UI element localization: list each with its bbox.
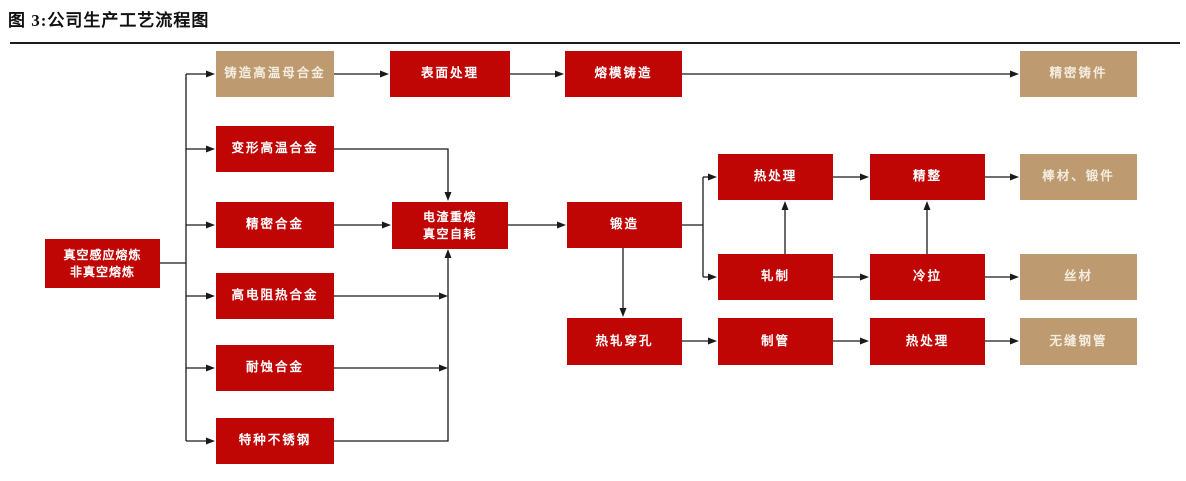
title-divider bbox=[10, 42, 1180, 44]
node-label: 制管 bbox=[760, 333, 790, 348]
node-label: 精密合金 bbox=[245, 217, 304, 232]
node-deformed-superalloy: 变形高温合金 bbox=[216, 126, 334, 172]
node-label: 真空感应熔炼 bbox=[63, 247, 142, 262]
node-label: 热处理 bbox=[905, 333, 950, 348]
wire-deformed-esr bbox=[334, 148, 452, 201]
node-heat-treatment-2: 热处理 bbox=[870, 318, 985, 365]
node-special-stainless-steel: 特种不锈钢 bbox=[216, 418, 334, 464]
node-wire-material: 丝材 bbox=[1020, 254, 1137, 300]
node-label: 电渣重熔 bbox=[422, 209, 477, 224]
node-cold-drawing: 冷拉 bbox=[870, 254, 985, 300]
node-surface-treatment: 表面处理 bbox=[390, 51, 510, 97]
node-corrosion-resistant-alloy: 耐蚀合金 bbox=[216, 345, 334, 391]
node-label: 冷拉 bbox=[912, 269, 942, 284]
node-investment-casting: 熔模铸造 bbox=[565, 51, 682, 97]
node-seamless-steel-pipe: 无缝钢管 bbox=[1020, 318, 1137, 365]
node-finishing: 精整 bbox=[870, 154, 985, 200]
node-rolling: 轧制 bbox=[718, 254, 833, 300]
node-vacuum-melting: 真空感应熔炼 非真空熔炼 bbox=[45, 239, 160, 288]
node-label: 熔模铸造 bbox=[594, 66, 653, 81]
node-label: 无缝钢管 bbox=[1049, 333, 1108, 348]
node-heat-treatment-1: 热处理 bbox=[718, 154, 833, 200]
node-label: 铸造高温母合金 bbox=[224, 66, 326, 81]
node-hot-rolling-piercing: 热轧穿孔 bbox=[567, 318, 682, 365]
node-precision-castings: 精密铸件 bbox=[1020, 51, 1137, 97]
node-label: 精整 bbox=[912, 169, 942, 184]
node-label-line2: 非真空熔炼 bbox=[69, 264, 135, 279]
node-pipe-making: 制管 bbox=[718, 318, 833, 365]
node-label: 热轧穿孔 bbox=[595, 333, 654, 348]
node-label: 变形高温合金 bbox=[231, 141, 319, 156]
node-label: 精密铸件 bbox=[1049, 66, 1108, 81]
node-high-resistance-alloy: 高电阻热合金 bbox=[216, 273, 334, 319]
node-cast-master-alloy: 铸造高温母合金 bbox=[216, 51, 334, 97]
node-label: 高电阻热合金 bbox=[231, 288, 319, 303]
node-label: 热处理 bbox=[753, 169, 798, 184]
node-precision-alloy: 精密合金 bbox=[216, 202, 334, 248]
wire-special-esr bbox=[334, 249, 452, 442]
node-label-line2: 真空自耗 bbox=[422, 226, 477, 241]
figure-title: 图 3:公司生产工艺流程图 bbox=[8, 11, 210, 30]
node-forging: 锻造 bbox=[567, 202, 682, 248]
node-label: 耐蚀合金 bbox=[245, 360, 304, 375]
node-label: 特种不锈钢 bbox=[238, 433, 312, 448]
node-esr-var: 电渣重熔 真空自耗 bbox=[392, 202, 508, 249]
node-label: 锻造 bbox=[609, 217, 639, 232]
node-label: 表面处理 bbox=[420, 66, 479, 81]
node-label: 棒材、锻件 bbox=[1042, 169, 1115, 184]
node-label: 轧制 bbox=[760, 269, 790, 284]
node-label: 丝材 bbox=[1063, 269, 1093, 284]
node-bars-forgings: 棒材、锻件 bbox=[1020, 154, 1137, 200]
